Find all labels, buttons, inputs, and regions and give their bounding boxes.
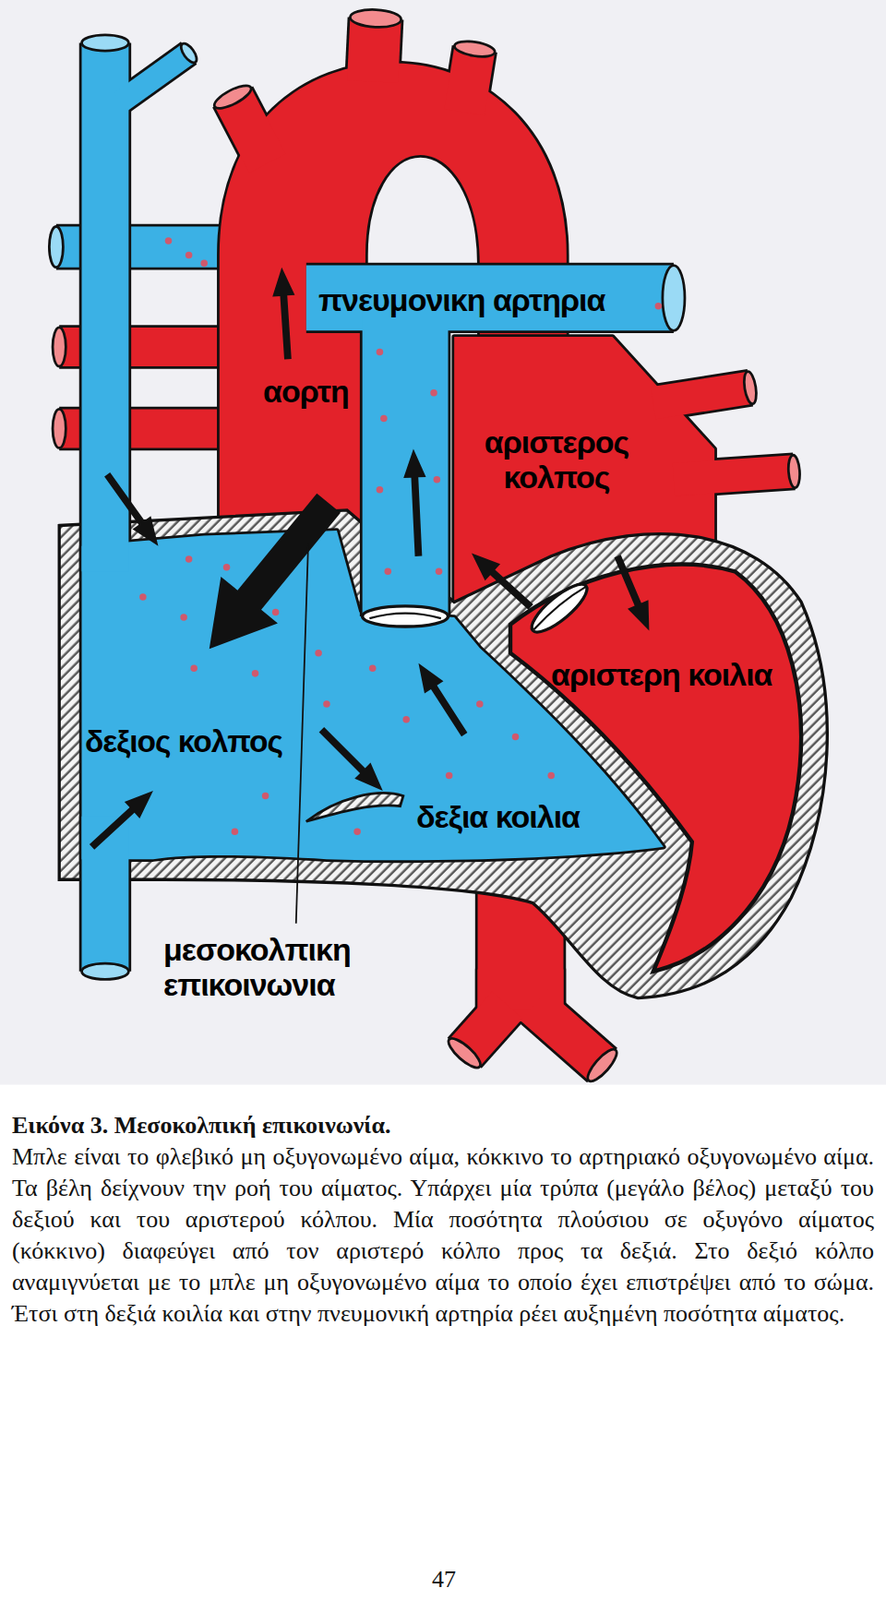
label-anchor: δεξιος κολπος — [84, 724, 283, 760]
blood-dot — [139, 593, 147, 601]
blood-dot — [376, 486, 384, 494]
blood-dot — [380, 415, 388, 423]
blood-dot — [433, 476, 442, 484]
vessel-fill — [673, 471, 794, 480]
vessel-fill — [653, 387, 751, 404]
vessel-label: πνευμονικη αρτηρια — [318, 282, 605, 318]
blood-dot — [262, 792, 270, 801]
vessel-opening — [583, 1045, 622, 1086]
flow-arrow — [209, 493, 341, 650]
blood-dot — [165, 237, 173, 245]
vessel-opening — [178, 40, 200, 65]
blood-dot — [353, 828, 361, 837]
vessel-fill — [362, 306, 449, 617]
vessel-opening — [48, 227, 63, 268]
blood-dot — [231, 828, 240, 837]
valve-line — [533, 586, 586, 630]
vessel-outline — [464, 48, 475, 113]
blood-dot — [179, 613, 188, 622]
blood-dot — [185, 251, 193, 260]
vessel-fill — [120, 53, 190, 103]
blood-dot — [547, 772, 555, 780]
blood-dot — [435, 568, 443, 576]
vessel-opening — [211, 81, 254, 113]
vessel-opening — [453, 38, 496, 60]
vessel-opening — [52, 327, 66, 367]
blood-dot — [512, 733, 520, 742]
vessel-fill — [306, 265, 674, 332]
caption-block: Εικόνα 3. Μεσοκολπική επικοινωνία.Μπλε ε… — [11, 1110, 875, 1330]
vessel-outline — [306, 263, 674, 334]
mitral-valve — [525, 577, 593, 640]
vessel-opening — [444, 1034, 485, 1073]
blood-dot — [430, 389, 438, 397]
flow-arrow — [319, 727, 384, 791]
blood-dot — [445, 772, 454, 780]
vessel-opening — [742, 371, 758, 406]
flow-arrow — [418, 663, 467, 738]
pulmonary-artery — [306, 265, 685, 617]
vessel-label: αορτη — [263, 373, 349, 409]
blood-dot — [314, 649, 323, 658]
blood-dot — [185, 555, 193, 563]
vessel-outline — [120, 53, 190, 103]
blood-dot — [251, 670, 260, 678]
vessel-opening — [787, 454, 801, 489]
vessel-fill — [232, 96, 268, 164]
vessel-outline — [359, 306, 451, 617]
valve-line — [369, 613, 441, 620]
pulmonary-valve — [362, 606, 449, 627]
defect-label: μεσοκολπικη επικοινωνια — [163, 932, 385, 1003]
label-anchor: δεξια κοιλια — [416, 799, 580, 835]
vessel-outline — [653, 387, 751, 404]
blood-dot — [200, 260, 208, 268]
blood-dot — [272, 609, 280, 617]
flow-arrow — [471, 552, 534, 610]
blood-dot — [655, 302, 663, 311]
flow-arrow — [272, 267, 295, 360]
vessel-outline — [673, 471, 794, 480]
vessel-outline — [464, 1005, 507, 1054]
flow-arrow — [614, 554, 650, 631]
label-anchor: 47 — [431, 1566, 456, 1593]
vessel-opening — [349, 8, 402, 28]
flow-arrow — [104, 472, 158, 547]
vessel-fill — [464, 48, 475, 113]
vessel-opening — [82, 35, 130, 51]
blood-dot — [476, 700, 484, 708]
blood-dot — [402, 716, 410, 724]
label-anchor: αριστερος κολπος — [468, 424, 645, 495]
label-anchor: αορτη — [263, 373, 349, 409]
flow-arrow — [403, 449, 426, 557]
figure-title: Εικόνα 3. Μεσοκολπική επικοινωνία. — [11, 1110, 875, 1142]
blood-dot — [376, 348, 384, 357]
vessel-fill — [464, 1005, 507, 1054]
right-heart-veins — [82, 35, 664, 981]
leader-line — [296, 542, 309, 923]
chamber-label: αριστερη κοιλια — [550, 657, 773, 693]
flow-arrow — [89, 790, 154, 851]
blood-dot — [384, 568, 393, 576]
blood-dot — [323, 700, 331, 708]
chamber-label: δεξιος κολπος — [84, 724, 283, 760]
chamber-label: αριστερος κολπος — [468, 424, 645, 495]
vessel-opening — [82, 963, 130, 980]
blood-dot — [369, 665, 377, 673]
figure-caption: Μπλε είναι το φλεβικό μη οξυγονωμένο αίμ… — [11, 1141, 875, 1330]
vessel-opening — [662, 265, 685, 332]
blood-dot — [223, 563, 231, 572]
figure-ground — [0, 0, 886, 1086]
valve-leaflet — [306, 793, 404, 823]
vessel-opening — [52, 408, 66, 448]
label-anchor: μεσοκολπικη επικοινωνια — [163, 932, 385, 1003]
vessel-fill — [533, 1005, 602, 1066]
vessel-outline — [533, 1005, 602, 1066]
page-number: 47 — [431, 1566, 456, 1593]
label-anchor: πνευμονικη αρτηρια — [318, 282, 605, 318]
vessel-outline — [232, 96, 268, 164]
label-anchor: αριστερη κοιλια — [550, 657, 773, 693]
chamber-label: δεξια κοιλια — [416, 799, 580, 835]
blood-dot — [190, 665, 198, 673]
flow-arrows — [89, 267, 649, 851]
